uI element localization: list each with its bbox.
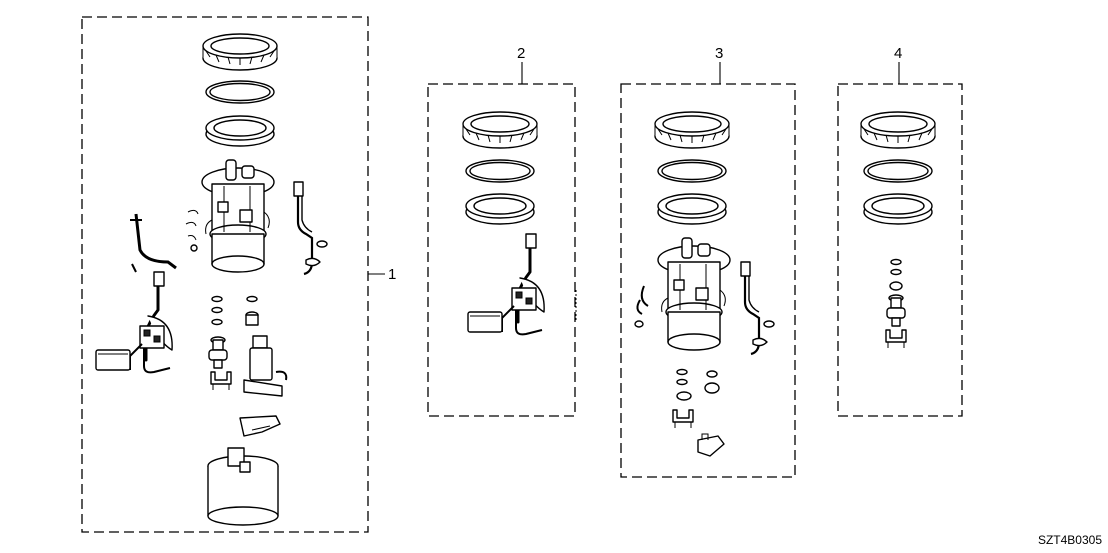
kit-1-group: 1 xyxy=(81,16,396,533)
kit-4-group: 4 xyxy=(837,45,963,417)
callout-2: 2 xyxy=(517,45,525,62)
callout-1: 1 xyxy=(388,266,396,283)
kit-3-boundary xyxy=(620,83,796,478)
kit-2-group: 2 xyxy=(427,45,577,417)
diagram-code: SZT4B0305 xyxy=(1038,533,1102,547)
kit-3-group: 3 xyxy=(620,45,796,478)
callout-3: 3 xyxy=(715,45,723,62)
kit-4-boundary xyxy=(837,83,963,417)
callout-4: 4 xyxy=(894,45,902,62)
